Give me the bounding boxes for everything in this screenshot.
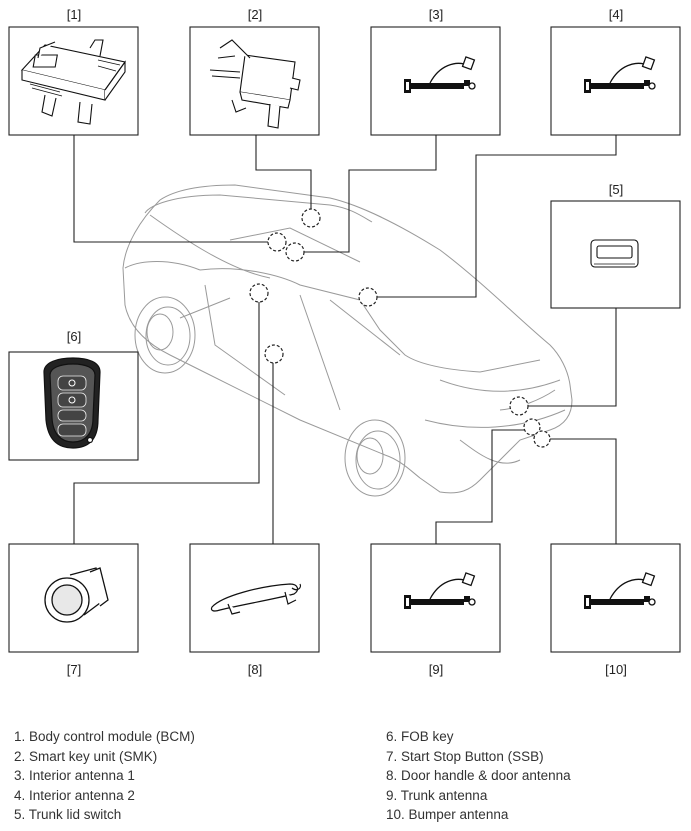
legend-right: 6. FOB key 7. Start Stop Button (SSB) 8.…: [386, 727, 571, 825]
box-9: [370, 543, 501, 653]
smk-unit-icon: [209, 39, 301, 129]
legend-item: 5. Trunk lid switch: [14, 807, 122, 823]
location-markers: [249, 208, 551, 448]
door-handle-icon: [210, 583, 302, 615]
leader-lines: [73, 135, 617, 544]
legend-item: 10. Bumper antenna: [386, 807, 509, 823]
label-9: [9]: [428, 662, 444, 677]
legend-item: 2. Smart key unit (SMK): [14, 748, 158, 764]
bcm-module-icon: [20, 39, 126, 125]
legend-item: 3. Interior antenna 1: [14, 768, 135, 784]
start-button-icon: [44, 567, 109, 623]
car-outline: [122, 184, 573, 497]
box-3: [370, 26, 501, 136]
legend-item: 1. Body control module (BCM): [14, 729, 195, 744]
fob-key-icon: [43, 357, 101, 449]
label-5: [5]: [608, 182, 624, 197]
legend-left: 1. Body control module (BCM) 2. Smart ke…: [14, 727, 195, 825]
switch-icon: [590, 239, 639, 268]
label-6: [6]: [66, 329, 82, 344]
label-4: [4]: [608, 7, 624, 22]
label-3: [3]: [428, 7, 444, 22]
legend-item: 9. Trunk antenna: [386, 787, 488, 803]
label-7: [7]: [66, 662, 82, 677]
legend-item: 6. FOB key: [386, 729, 454, 744]
label-2: [2]: [247, 7, 263, 22]
label-8: [8]: [247, 662, 263, 677]
box-10: [550, 543, 681, 653]
box-4: [550, 26, 681, 136]
legend-item: 4. Interior antenna 2: [14, 787, 135, 803]
label-10: [10]: [605, 662, 627, 677]
legend-item: 8. Door handle & door antenna: [386, 768, 571, 784]
legend-item: 7. Start Stop Button (SSB): [386, 748, 544, 764]
label-1: [1]: [66, 7, 82, 22]
